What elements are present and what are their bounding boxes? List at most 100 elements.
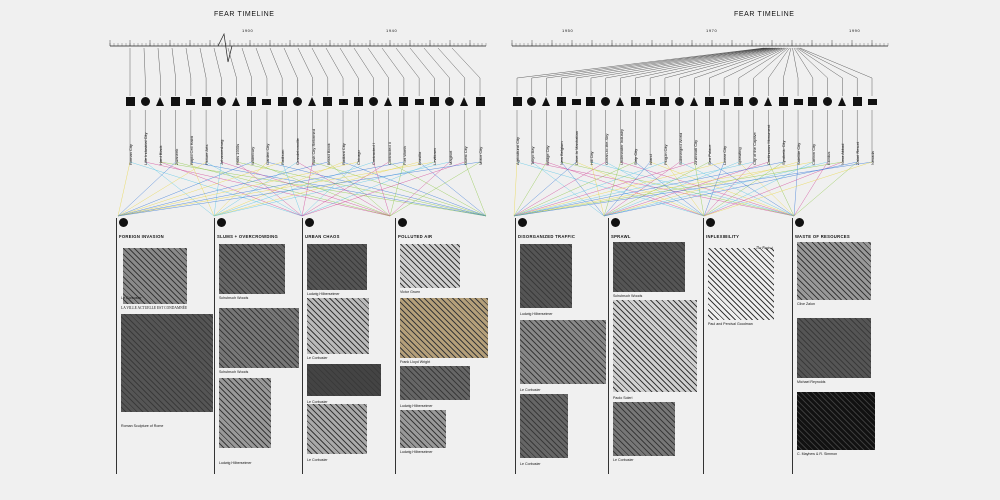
no-symbol-icon <box>518 218 527 227</box>
city-plan-label: Grandebonville <box>295 138 301 165</box>
city-plan-icon <box>867 99 877 105</box>
category-divider <box>302 218 303 474</box>
fear-link-line <box>603 161 799 217</box>
photo-caption: Le Corbusier <box>307 400 328 404</box>
fear-link-line <box>513 161 725 217</box>
photo-caption: Ludwig Hilberseimer <box>520 312 553 316</box>
category-divider <box>214 218 215 474</box>
left-tick-label-2: 1940 <box>386 28 398 33</box>
category-divider <box>703 218 704 474</box>
quote-text: LA VILLE ACTUELLE EST CONDAMNÉE <box>121 306 188 310</box>
fear-link-line <box>419 161 487 217</box>
archive-photo <box>123 248 187 304</box>
fear-link-line <box>117 161 481 217</box>
city-plan-icon <box>292 97 302 106</box>
fear-link-line <box>117 161 252 217</box>
city-plan-icon <box>690 97 698 106</box>
fear-link-line <box>373 161 391 217</box>
city-plan-label: Submerged World <box>677 132 683 165</box>
fear-link-line <box>635 161 705 217</box>
city-plan-label: Plug-in City <box>662 144 668 165</box>
fear-link-line <box>513 161 695 217</box>
fear-link-line <box>603 161 828 217</box>
city-plan-label: Picture Arts <box>204 144 210 165</box>
fear-link-line <box>650 161 795 217</box>
fear-link-line <box>213 161 298 217</box>
city-plan-label: Fort Worth <box>401 146 407 165</box>
fear-link-line <box>605 161 705 217</box>
city-plan-icon <box>338 99 348 105</box>
fear-link-line <box>301 161 389 217</box>
no-symbol-icon <box>611 218 620 227</box>
no-symbol-icon <box>706 218 715 227</box>
timeline-link-line <box>694 47 783 79</box>
fear-link-line <box>694 161 705 217</box>
no-symbol-icon <box>119 218 128 227</box>
photo-caption: Ludwig Hilberseimer <box>307 292 340 296</box>
city-plan-icon <box>616 97 625 106</box>
city-plan-label: Hard Black <box>158 145 164 165</box>
city-plan-label: Ocean-to-the-Sky <box>603 133 609 165</box>
timeline-link-line <box>171 47 176 79</box>
city-plan-label: Maginot <box>447 150 453 165</box>
fear-link-line <box>236 161 303 217</box>
city-plan-icon <box>414 99 424 105</box>
city-plan-label: Johannesburg <box>219 139 225 165</box>
fear-link-line <box>281 161 303 217</box>
timeline-link-line <box>213 47 222 79</box>
fear-link-line <box>213 161 344 217</box>
fear-link-line <box>190 161 487 217</box>
fear-link-line <box>117 161 207 217</box>
category-divider <box>116 218 117 474</box>
fear-link-line <box>388 161 487 217</box>
city-plan-icon <box>660 97 670 106</box>
city-plan-label: Exodus <box>825 151 831 165</box>
timeline-link-line <box>796 47 843 79</box>
timeline-link-line <box>339 47 359 79</box>
photo-caption: Victor Gruen <box>400 290 421 294</box>
fear-link-line <box>516 161 705 217</box>
city-plan-icon <box>601 97 611 106</box>
fear-link-line <box>129 161 303 217</box>
city-plan-label: Zinzinnati City <box>692 139 698 165</box>
fear-link-line <box>793 161 799 217</box>
photo-caption: Le Corbusier <box>520 388 541 392</box>
city-plan-label: Bridge City <box>544 145 550 165</box>
city-plan-label: Drive-In Manhattan <box>574 130 580 165</box>
timeline-link-line <box>437 47 465 79</box>
fear-link-line <box>117 161 404 217</box>
city-plan-label: City of the Captive <box>751 132 757 165</box>
archive-photo <box>613 242 685 292</box>
fear-link-line <box>513 161 636 217</box>
city-plan-label: Linear City <box>722 145 728 165</box>
city-plan-icon <box>749 97 759 106</box>
left-tick-label-1: 1900 <box>242 28 254 33</box>
archive-photo <box>219 378 271 448</box>
city-plan-icon <box>793 99 803 105</box>
city-plan-icon <box>460 97 469 106</box>
quote-text: The Project <box>756 246 773 250</box>
fear-link-line <box>312 161 487 217</box>
category-title: URBAN CHAOS <box>305 234 340 239</box>
city-plan-icon <box>186 99 196 105</box>
city-plan-icon <box>201 97 211 106</box>
fear-link-line <box>793 161 858 217</box>
city-plan-label: Carbon City <box>810 143 816 165</box>
right-timeline-title: FEAR TIMELINE <box>734 11 795 18</box>
category-title: POLLUTED AIR <box>398 234 433 239</box>
city-plan-label: Sea Palace <box>707 144 713 165</box>
fear-link-line <box>213 161 222 217</box>
fear-link-line <box>576 161 705 217</box>
city-plan-icon <box>368 97 378 106</box>
fear-link-line <box>768 161 795 217</box>
city-plan-icon <box>808 97 818 106</box>
city-plan-label: Broad Block <box>325 143 331 165</box>
city-plan-icon <box>232 97 241 106</box>
city-plan-icon <box>630 97 640 106</box>
city-plan-label: Contracted I <box>371 143 377 165</box>
city-plan-label: Underwater Industry <box>618 128 624 165</box>
right-tick-label-3: 1990 <box>849 28 861 33</box>
timeline-link-line <box>381 47 405 79</box>
photo-caption: Ludwig Hilberseimer <box>219 461 252 465</box>
photo-caption: Schubruch Woods <box>613 294 643 298</box>
